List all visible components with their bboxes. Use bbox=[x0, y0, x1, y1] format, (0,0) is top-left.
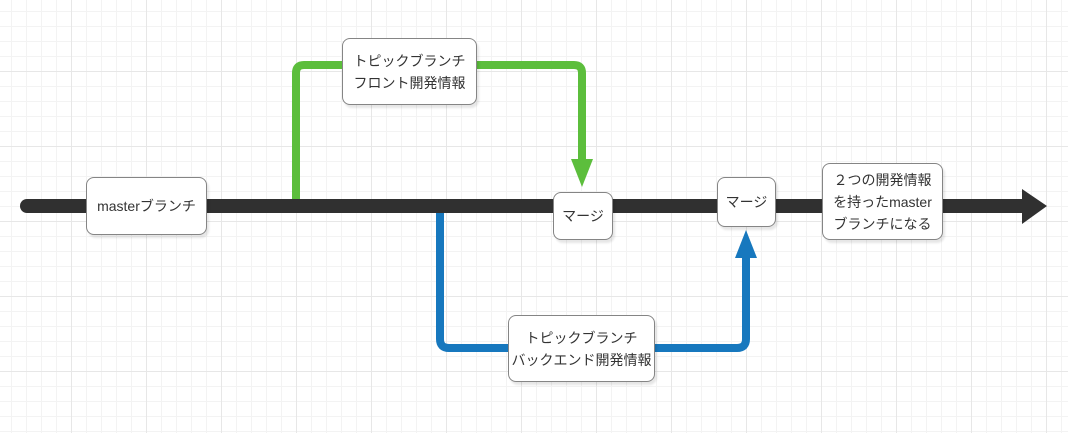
node-result-master-label: ２つの開発情報 を持ったmaster ブランチになる bbox=[833, 171, 932, 232]
node-merge-back: マージ bbox=[717, 177, 776, 227]
node-topic-branch-back: トピックブランチ バックエンド開発情報 bbox=[508, 315, 655, 382]
node-merge-back-label: マージ bbox=[725, 194, 768, 210]
master-arrowhead bbox=[1022, 189, 1047, 224]
node-topic-branch-back-label: トピックブランチ バックエンド開発情報 bbox=[511, 329, 652, 368]
node-merge-front-label: マージ bbox=[562, 208, 604, 224]
back-merge-arrowhead bbox=[735, 230, 757, 258]
node-master-branch: masterブランチ bbox=[86, 177, 207, 235]
node-master-branch-label: masterブランチ bbox=[97, 198, 196, 214]
front-merge-arrowhead bbox=[571, 159, 593, 187]
node-merge-front: マージ bbox=[553, 192, 613, 240]
node-topic-branch-front-label: トピックブランチ フロント開発情報 bbox=[353, 52, 466, 91]
node-result-master: ２つの開発情報 を持ったmaster ブランチになる bbox=[822, 163, 943, 240]
node-topic-branch-front: トピックブランチ フロント開発情報 bbox=[342, 38, 477, 105]
